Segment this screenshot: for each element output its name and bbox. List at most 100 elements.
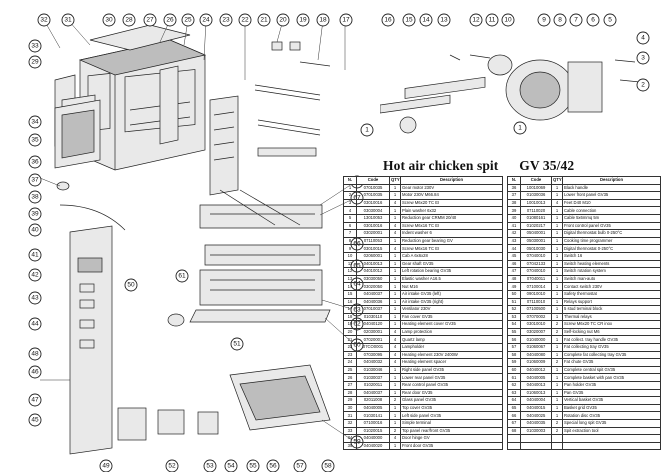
svg-text:39: 39 [31, 211, 39, 218]
svg-text:52: 52 [168, 463, 176, 470]
header-code: Code [356, 176, 390, 185]
cell-qty: 1 [389, 251, 401, 261]
cell-code: 04040025 [520, 411, 552, 420]
cell-qty: 1 [389, 403, 401, 413]
cell-number: 2 [343, 191, 357, 200]
cell-code: 07100014 [520, 282, 552, 291]
cell-code: 07100016 [356, 419, 390, 428]
cell-code: 07070002 [520, 312, 552, 322]
title-product: Hot air chicken spit [383, 158, 499, 173]
cell-description: Pan GV35 [562, 388, 661, 398]
cell-qty: 1 [551, 282, 563, 291]
cell-code: 03010016 [356, 221, 390, 231]
cell-description: Front door GV35 [400, 441, 503, 451]
cell-description: Lamp protection [400, 327, 503, 337]
svg-text:7: 7 [574, 17, 578, 24]
svg-text:28: 28 [125, 17, 133, 24]
cell-number: 40 [507, 213, 521, 223]
cell-description: Plain washer 6x32 [400, 206, 503, 215]
callout-22: 22 [238, 13, 252, 27]
cell-number: 11 [343, 259, 357, 269]
callout-10: 10 [501, 13, 515, 27]
callout-29: 29 [28, 55, 42, 69]
cell-description: Air intake GV35 (left) [400, 289, 503, 299]
cell-code: 04010013 [356, 259, 390, 269]
callout-48: 48 [28, 347, 42, 361]
cell-qty: 1 [389, 441, 401, 451]
cell-code: 07040011 [520, 274, 552, 284]
cell-number: 19 [343, 320, 357, 329]
cell-code: 01060067 [520, 343, 552, 352]
svg-text:24: 24 [202, 17, 210, 24]
cell-number: 59 [507, 358, 521, 367]
callout-50: 50 [124, 278, 138, 292]
svg-text:2: 2 [641, 82, 645, 89]
cell-description: Digital thermostat 0-250°C [562, 244, 661, 253]
cell-number: 58 [507, 350, 521, 360]
svg-text:46: 46 [31, 369, 39, 376]
cell-description: Lower front panel GV35 [562, 191, 661, 200]
cell-number: 48 [507, 274, 521, 284]
svg-text:54: 54 [227, 463, 235, 470]
svg-text:26: 26 [166, 17, 174, 24]
callout-23: 23 [219, 13, 233, 27]
callout-1: 1 [360, 123, 374, 137]
cell-description: Fat chute GV35 [562, 358, 661, 367]
cell-code: 04040000 [356, 434, 390, 443]
cell-number: 30 [343, 403, 357, 413]
gear-motor-drawing [380, 54, 641, 134]
cell-qty: 1 [551, 411, 563, 420]
cell-code [520, 441, 552, 451]
cell-code: 07040010 [520, 251, 552, 261]
cell-number: 9 [343, 244, 357, 253]
cell-code: 01040000 [520, 335, 552, 345]
cell-qty: 1 [551, 305, 563, 314]
cell-description: Fan cover GV35 [400, 312, 503, 322]
cell-description: Front control panel GV35 [562, 221, 661, 231]
cell-number: 27 [343, 381, 357, 390]
callout-1b: 1 [513, 121, 527, 135]
svg-text:32: 32 [40, 17, 48, 24]
callout-6: 6 [586, 13, 600, 27]
cell-description: Fat collect. tray handle GV35 [562, 335, 661, 345]
cell-qty: 1 [551, 267, 563, 276]
cell-number: 24 [343, 358, 357, 367]
cell-description: Lower rear panel GV35 [400, 373, 503, 383]
callout-19: 19 [296, 13, 310, 27]
leader-lines [39, 19, 356, 443]
cell-code: 03010015 [356, 244, 390, 253]
cell-description: Reduction gear CRMM 20/40 [400, 213, 503, 223]
header-qty: QTY [389, 176, 401, 185]
cell-number: 62 [507, 381, 521, 390]
svg-text:19: 19 [299, 17, 307, 24]
cell-description: Indent washer 6 [400, 229, 503, 238]
cell-qty: 2 [551, 320, 563, 329]
cell-description: Rear control panel GV35 [400, 381, 503, 390]
cell-code: 03020007 [520, 327, 552, 337]
svg-text:10: 10 [504, 17, 512, 24]
cell-qty: 1 [551, 206, 563, 215]
callout-15: 15 [402, 13, 416, 27]
svg-text:56: 56 [269, 463, 277, 470]
svg-text:37: 37 [31, 177, 39, 184]
callout-16: 16 [381, 13, 395, 27]
callout-56: 56 [266, 459, 280, 472]
cell-qty: 1 [389, 206, 401, 215]
cell-qty: 1 [389, 213, 401, 223]
callout-37: 37 [28, 173, 42, 187]
spit-assembly [189, 189, 331, 323]
cell-description: Vertical basket GV35 [562, 396, 661, 405]
cell-description: Elastic washer A16.5 [400, 274, 503, 284]
cell-number: 39 [507, 206, 521, 215]
